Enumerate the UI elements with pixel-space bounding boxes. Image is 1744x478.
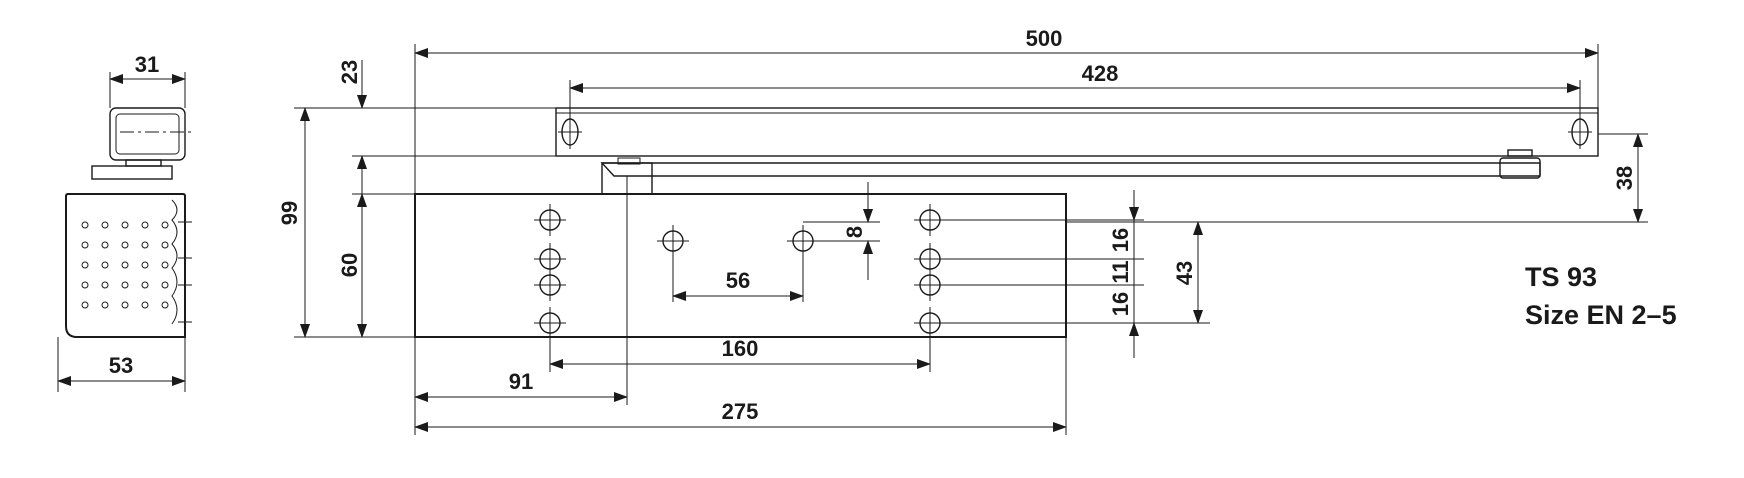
dim-side-body-width: 53 (109, 353, 133, 378)
dim-hole-pitch-mid: 11 (1108, 260, 1133, 283)
product-label: TS 93 Size EN 2–5 (1525, 258, 1677, 334)
dim-body-height: 60 (337, 253, 362, 277)
rail-hole-left (558, 115, 582, 149)
mount-holes-center (657, 225, 819, 257)
product-model: TS 93 (1525, 262, 1598, 292)
dim-hole-offset-91: 91 (509, 369, 533, 394)
dim-rail-offset: 23 (337, 60, 362, 84)
side-closer-body (65, 193, 186, 338)
product-size: Size EN 2–5 (1525, 300, 1677, 330)
dim-hole-pitch-bottom: 16 (1108, 292, 1133, 316)
dim-rail-hole-spacing: 428 (1082, 61, 1119, 86)
dim-total-length: 500 (1026, 26, 1063, 51)
closer-arm (600, 162, 1541, 177)
side-view: 31 53 (57, 52, 192, 392)
mount-holes-right (914, 204, 946, 339)
dim-hole-spacing-160: 160 (722, 336, 759, 361)
side-mount-plate (91, 165, 173, 180)
dim-hole-pitch-top: 16 (1108, 228, 1133, 252)
rail-hole-right (1568, 115, 1592, 149)
closer-body (414, 193, 1067, 338)
dim-body-length: 275 (722, 399, 759, 424)
mount-holes-left (534, 204, 566, 339)
dim-arm-height: 38 (1612, 166, 1637, 190)
dim-side-top-width: 31 (135, 52, 159, 77)
side-slide-block (125, 159, 162, 167)
side-rail-inner (115, 113, 180, 155)
dim-hole-offset-v: 8 (842, 226, 867, 238)
dim-hole-group-height: 43 (1172, 261, 1197, 285)
dim-overall-height: 99 (277, 201, 302, 225)
side-rail-profile (109, 107, 186, 161)
dim-hole-spacing-56: 56 (726, 268, 750, 293)
front-view: 500 428 99 60 23 38 8 56 (277, 26, 1648, 435)
slide-rail (555, 107, 1599, 157)
side-vent-dots (81, 221, 169, 309)
